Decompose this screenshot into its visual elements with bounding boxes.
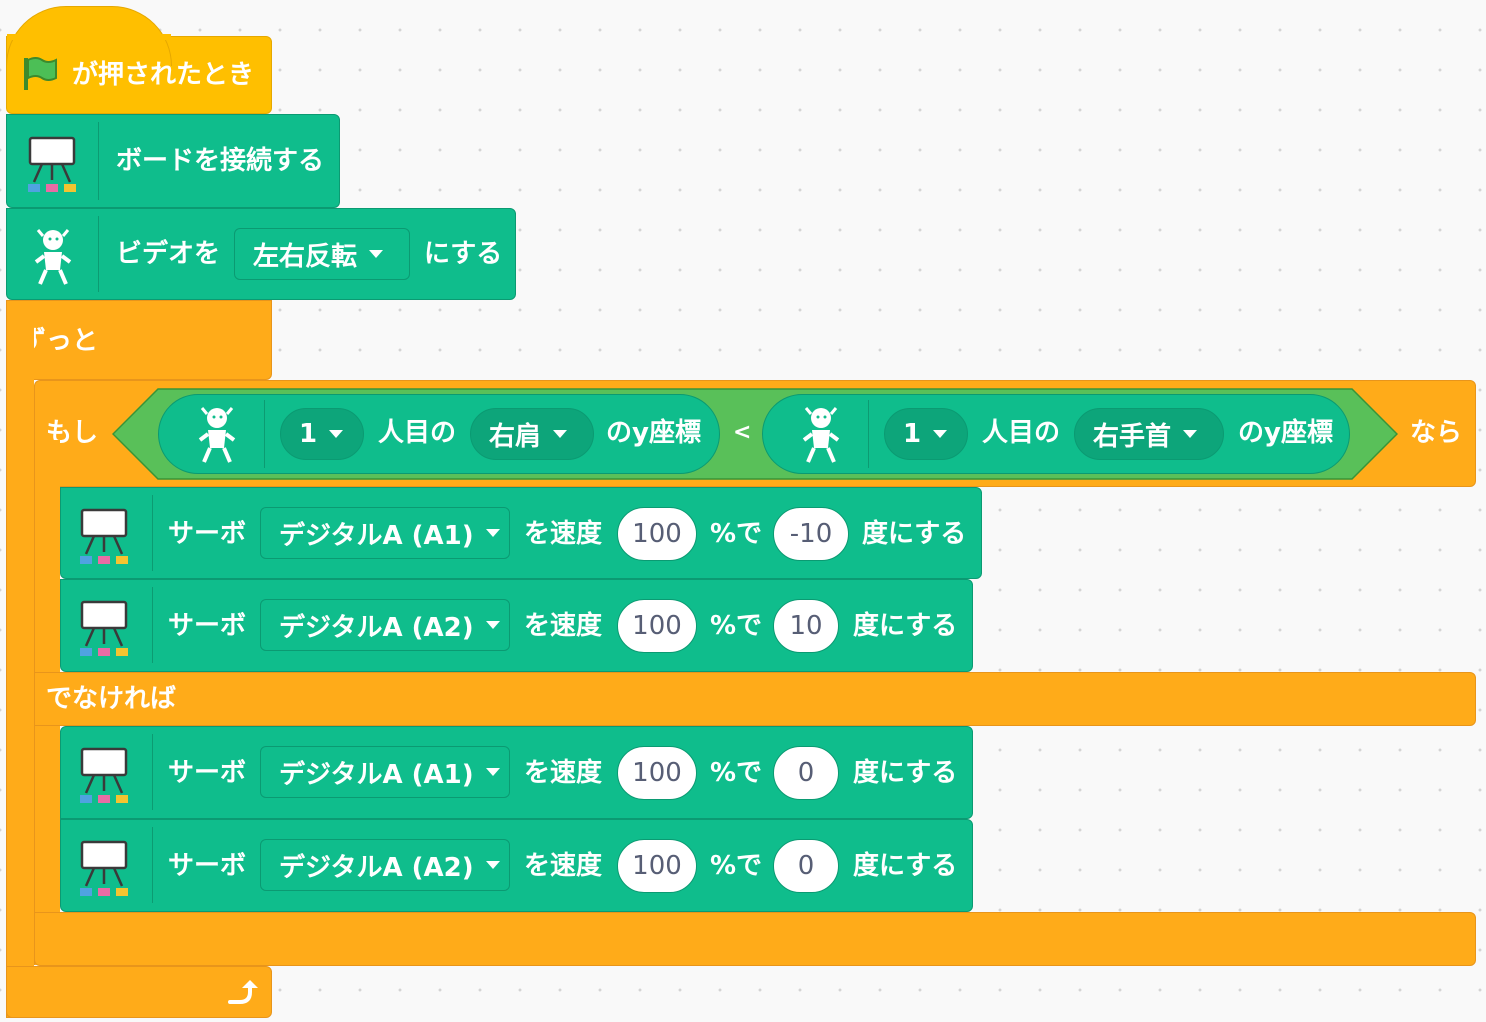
if-else-block-bottom [34, 912, 1476, 966]
chevron-down-icon [369, 250, 384, 258]
servo-port-dropdown[interactable]: デジタルA (A1) [260, 746, 510, 798]
servo-label: サーボ [168, 519, 247, 549]
separator [152, 734, 153, 810]
loop-arrow-icon [224, 978, 258, 1010]
video-suffix: にする [424, 239, 503, 269]
then-label: なら [1410, 418, 1463, 448]
percent-label: %で [710, 611, 763, 641]
forever-block-bottom [6, 966, 272, 1018]
degree-label: 度にする [862, 519, 967, 549]
angle-input[interactable]: 0 [773, 746, 839, 800]
chevron-down-icon [553, 430, 568, 438]
chevron-down-icon [933, 430, 948, 438]
left-pose-reporter[interactable] [158, 394, 720, 474]
connect-label: ボードを接続する [116, 146, 325, 176]
speed-input[interactable]: 100 [617, 507, 697, 561]
hat-cap-fill [7, 34, 171, 40]
else-block [34, 672, 1476, 726]
separator [152, 587, 153, 663]
speed-input[interactable]: 100 [617, 839, 697, 893]
board-icon [78, 840, 132, 904]
right-part-dropdown[interactable]: 右手首 [1074, 408, 1224, 460]
angle-input[interactable]: -10 [773, 507, 849, 561]
else-label: でなければ [46, 684, 177, 714]
forever-block-arm [6, 300, 34, 1018]
angle-input[interactable]: 0 [773, 839, 839, 893]
left-person-label: 人目の [378, 418, 457, 448]
servo-port-dropdown[interactable]: デジタルA (A1) [260, 507, 510, 559]
video-prefix: ビデオを [116, 239, 221, 269]
chevron-down-icon [1183, 430, 1198, 438]
board-icon [78, 508, 132, 572]
percent-label: %で [710, 758, 763, 788]
left-coord-label: のy座標 [606, 418, 701, 448]
chevron-down-icon [329, 430, 344, 438]
green-flag-icon [22, 56, 60, 96]
left-part-dropdown[interactable]: 右肩 [470, 408, 594, 460]
video-mode-dropdown[interactable]: 左右反転 [234, 228, 410, 280]
servo-port-dropdown[interactable]: デジタルA (A2) [260, 599, 510, 651]
servo-port-dropdown[interactable]: デジタルA (A2) [260, 839, 510, 891]
chevron-down-icon [485, 768, 500, 776]
separator [152, 495, 153, 571]
speed-label: を速度 [524, 611, 603, 641]
speed-label: を速度 [524, 758, 603, 788]
forever-block-top[interactable] [6, 300, 272, 380]
angle-input[interactable]: 10 [773, 599, 839, 653]
servo-label: サーボ [168, 851, 247, 881]
hat-label: が押されたとき [72, 60, 255, 90]
pose-character-icon [30, 226, 76, 290]
chevron-down-icon [485, 861, 500, 869]
degree-label: 度にする [853, 611, 958, 641]
separator [264, 400, 265, 468]
board-icon [78, 747, 132, 811]
operator-less-than: < [733, 420, 752, 445]
right-pose-reporter[interactable] [762, 394, 1350, 474]
speed-input[interactable]: 100 [617, 599, 697, 653]
speed-label: を速度 [524, 519, 603, 549]
speed-label: を速度 [524, 851, 603, 881]
right-person-label: 人目の [982, 418, 1061, 448]
chevron-down-icon [485, 621, 500, 629]
pose-character-icon [194, 404, 240, 468]
servo-label: サーボ [168, 758, 247, 788]
left-person-dropdown[interactable]: 1 [280, 408, 364, 460]
separator [98, 122, 99, 200]
pose-character-icon [798, 404, 844, 468]
chevron-down-icon [485, 529, 500, 537]
right-person-dropdown[interactable]: 1 [884, 408, 968, 460]
right-coord-label: のy座標 [1238, 418, 1333, 448]
separator [98, 216, 99, 292]
percent-label: %で [710, 851, 763, 881]
separator [152, 827, 153, 903]
degree-label: 度にする [853, 851, 958, 881]
board-icon [26, 136, 80, 200]
board-icon [78, 600, 132, 664]
separator [868, 400, 869, 468]
servo-label: サーボ [168, 611, 247, 641]
percent-label: %で [710, 519, 763, 549]
degree-label: 度にする [853, 758, 958, 788]
speed-input[interactable]: 100 [617, 746, 697, 800]
